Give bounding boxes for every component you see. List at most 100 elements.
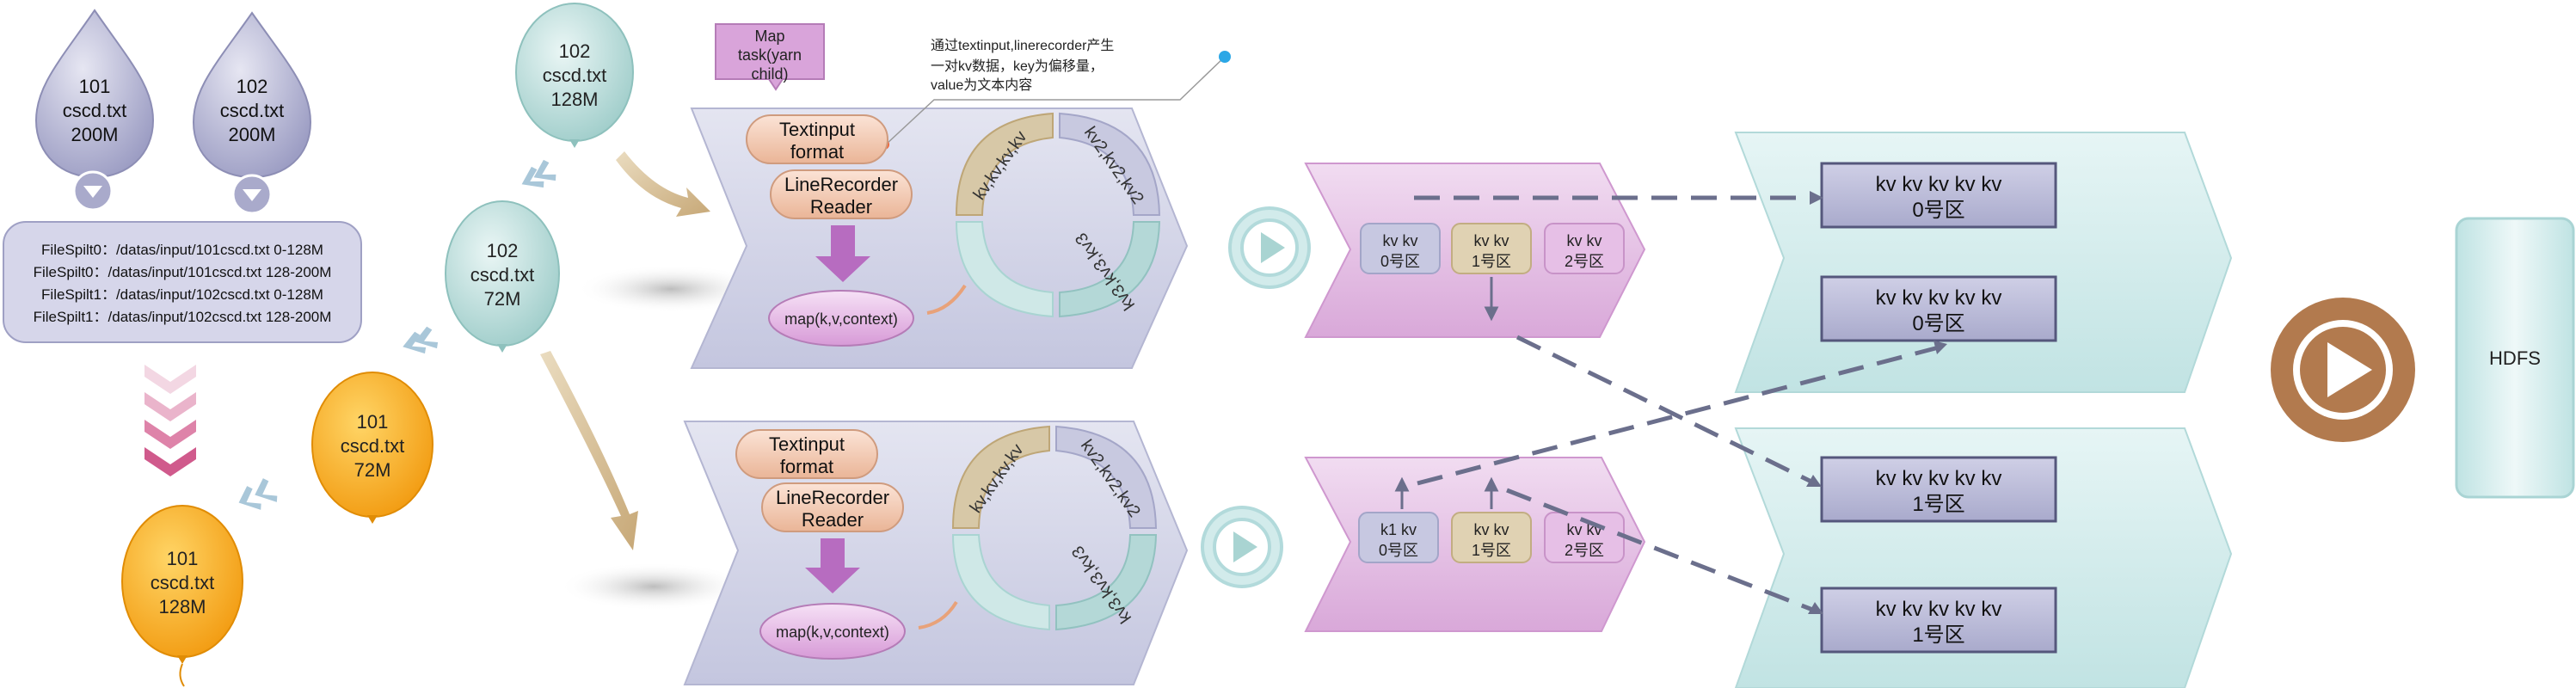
reduce-box-label: 0号区 [1912,199,1964,222]
cell-kv: k1 kv [1380,521,1417,538]
callout-line1: 通过textinput,linerecorder产生 [931,38,1114,53]
cell-kv: kv kv [1473,521,1509,538]
map-task-line1: Map [754,28,784,45]
balloon-102-128M: 102 cscd.txt 128M [515,3,634,148]
balloon-101-128M: 101 cscd.txt 128M [121,505,243,687]
balloon-line1: 101 [167,548,199,569]
balloon-line2: cscd.txt [151,572,215,593]
down-chevron-icon [231,174,273,215]
text-input-format-pill: Textinput format [746,114,888,164]
cell-label: 0号区 [1380,253,1420,270]
file-split-item: FileSpilt1：/datas/input/102cscd.txt 128-… [34,309,332,325]
reduce-box-2: kv kv kv kv kv 1号区 [1820,456,2057,523]
play-icon [1201,506,1283,588]
small-curved-arrow-icon [926,284,967,315]
balloon-line3: 128M [550,89,598,110]
partition-cell-top-2: kv kv 2号区 [1544,223,1625,274]
drop-line1: 101 [79,76,111,97]
balloon-line2: cscd.txt [470,264,535,286]
cell-kv: kv kv [1566,232,1602,249]
partition-cell-top-1: kv kv 1号区 [1451,223,1532,274]
curved-arrow-icon [540,351,638,550]
cell-kv: kv kv [1382,232,1417,249]
reduce-box-3: kv kv kv kv kv 1号区 [1820,587,2057,654]
file-splits-box: FileSpilt0：/datas/input/101cscd.txt 0-12… [3,221,362,343]
file-split-item: FileSpilt1：/datas/input/102cscd.txt 0-12… [41,286,323,303]
pill-line2: Reader [810,196,872,218]
drop-line1: 102 [237,76,268,97]
map-task-line2: task(yarn [738,46,802,64]
reduce-box-1: kv kv kv kv kv 0号区 [1820,275,2057,342]
reduce-box-label: 1号区 [1912,624,1964,647]
pill-line1: Textinput [769,433,845,455]
cell-label: 2号区 [1565,542,1604,559]
balloon-line3: 72M [484,288,521,310]
hdfs-store: HDFS [2455,217,2575,499]
callout-note: 通过textinput,linerecorder产生 一对kv数据，key为偏移… [879,38,1231,150]
down-arrow-icon [815,225,870,282]
curved-arrow-icon [616,151,710,217]
file-drop-101: 101 cscd.txt 200M [34,9,155,179]
line-recorder-reader-pill: LineRecorder Reader [770,169,913,219]
shuffle-connectors [1414,195,1940,613]
reduce-box-kv: kv kv kv kv kv [1876,173,2002,196]
balloon-line3: 72M [354,459,391,481]
reduce-box-label: 0号区 [1912,312,1964,335]
callout-line2: 一对kv数据，key为偏移量， [931,58,1104,74]
reduce-box-kv: kv kv kv kv kv [1876,467,2002,490]
small-arrows [1394,277,1499,509]
partition-cell-bottom-1: kv kv 1号区 [1451,512,1532,563]
map-function-pill: map(k,v,context) [759,603,906,660]
down-chevron-icon [72,170,114,212]
balloon-line1: 102 [559,40,591,62]
hdfs-label: HDFS [2489,347,2541,369]
drop-line2: cscd.txt [63,100,127,121]
drop-line3: 200M [71,124,118,145]
down-arrow-icon [805,538,860,593]
text-input-format-pill: Textinput format [735,429,878,479]
map-task-tag: Map task(yarn child) [715,23,825,91]
cell-kv: kv kv [1473,232,1509,249]
map-task-line3: child) [751,65,788,83]
reduce-box-kv: kv kv kv kv kv [1876,286,2002,310]
balloon-101-72M: 101 cscd.txt 72M [311,372,433,524]
pill-line2: format [790,141,844,163]
double-chevron-icon [238,478,278,510]
balloon-line3: 128M [158,596,206,617]
drop-line2: cscd.txt [220,100,285,121]
balloon-102-72M: 102 cscd.txt 72M [445,200,560,353]
play-icon [1228,206,1311,289]
pill-line1: Textinput [779,119,855,140]
double-chevron-icon [403,326,439,354]
shadow [559,562,748,611]
pill-line1: LineRecorder [784,174,898,195]
small-curved-arrow-icon [918,600,958,630]
cell-label: 0号区 [1379,542,1418,559]
file-drop-102: 102 cscd.txt 200M [192,11,312,179]
file-split-item: FileSpilt0：/datas/input/101cscd.txt 0-12… [41,242,323,258]
balloon-line1: 101 [357,411,389,433]
partition-cell-top-0: kv kv 0号区 [1360,223,1441,274]
down-arrows-icon [144,365,196,476]
map-function-pill: map(k,v,context) [768,290,914,347]
map-function-label: map(k,v,context) [776,624,889,641]
double-chevron-icon [521,159,556,188]
callout-line3: value为文本内容 [931,77,1032,93]
partition-cell-bottom-0: k1 kv 0号区 [1358,512,1439,563]
shadow [576,265,765,313]
map-function-label: map(k,v,context) [784,310,898,328]
pill-line1: LineRecorder [776,487,889,508]
balloon-line2: cscd.txt [341,435,405,457]
pill-line2: Reader [802,509,864,531]
line-recorder-reader-pill: LineRecorder Reader [761,482,904,532]
cell-label: 1号区 [1472,253,1511,270]
balloon-line1: 102 [487,240,519,261]
reduce-box-kv: kv kv kv kv kv [1876,598,2002,621]
file-split-item: FileSpilt0：/datas/input/101cscd.txt 128-… [34,264,332,280]
cell-label: 1号区 [1472,542,1511,559]
balloon-line2: cscd.txt [543,64,607,86]
reduce-box-0: kv kv kv kv kv 0号区 [1820,162,2057,229]
drop-line3: 200M [228,124,275,145]
play-icon-large [2271,298,2415,442]
